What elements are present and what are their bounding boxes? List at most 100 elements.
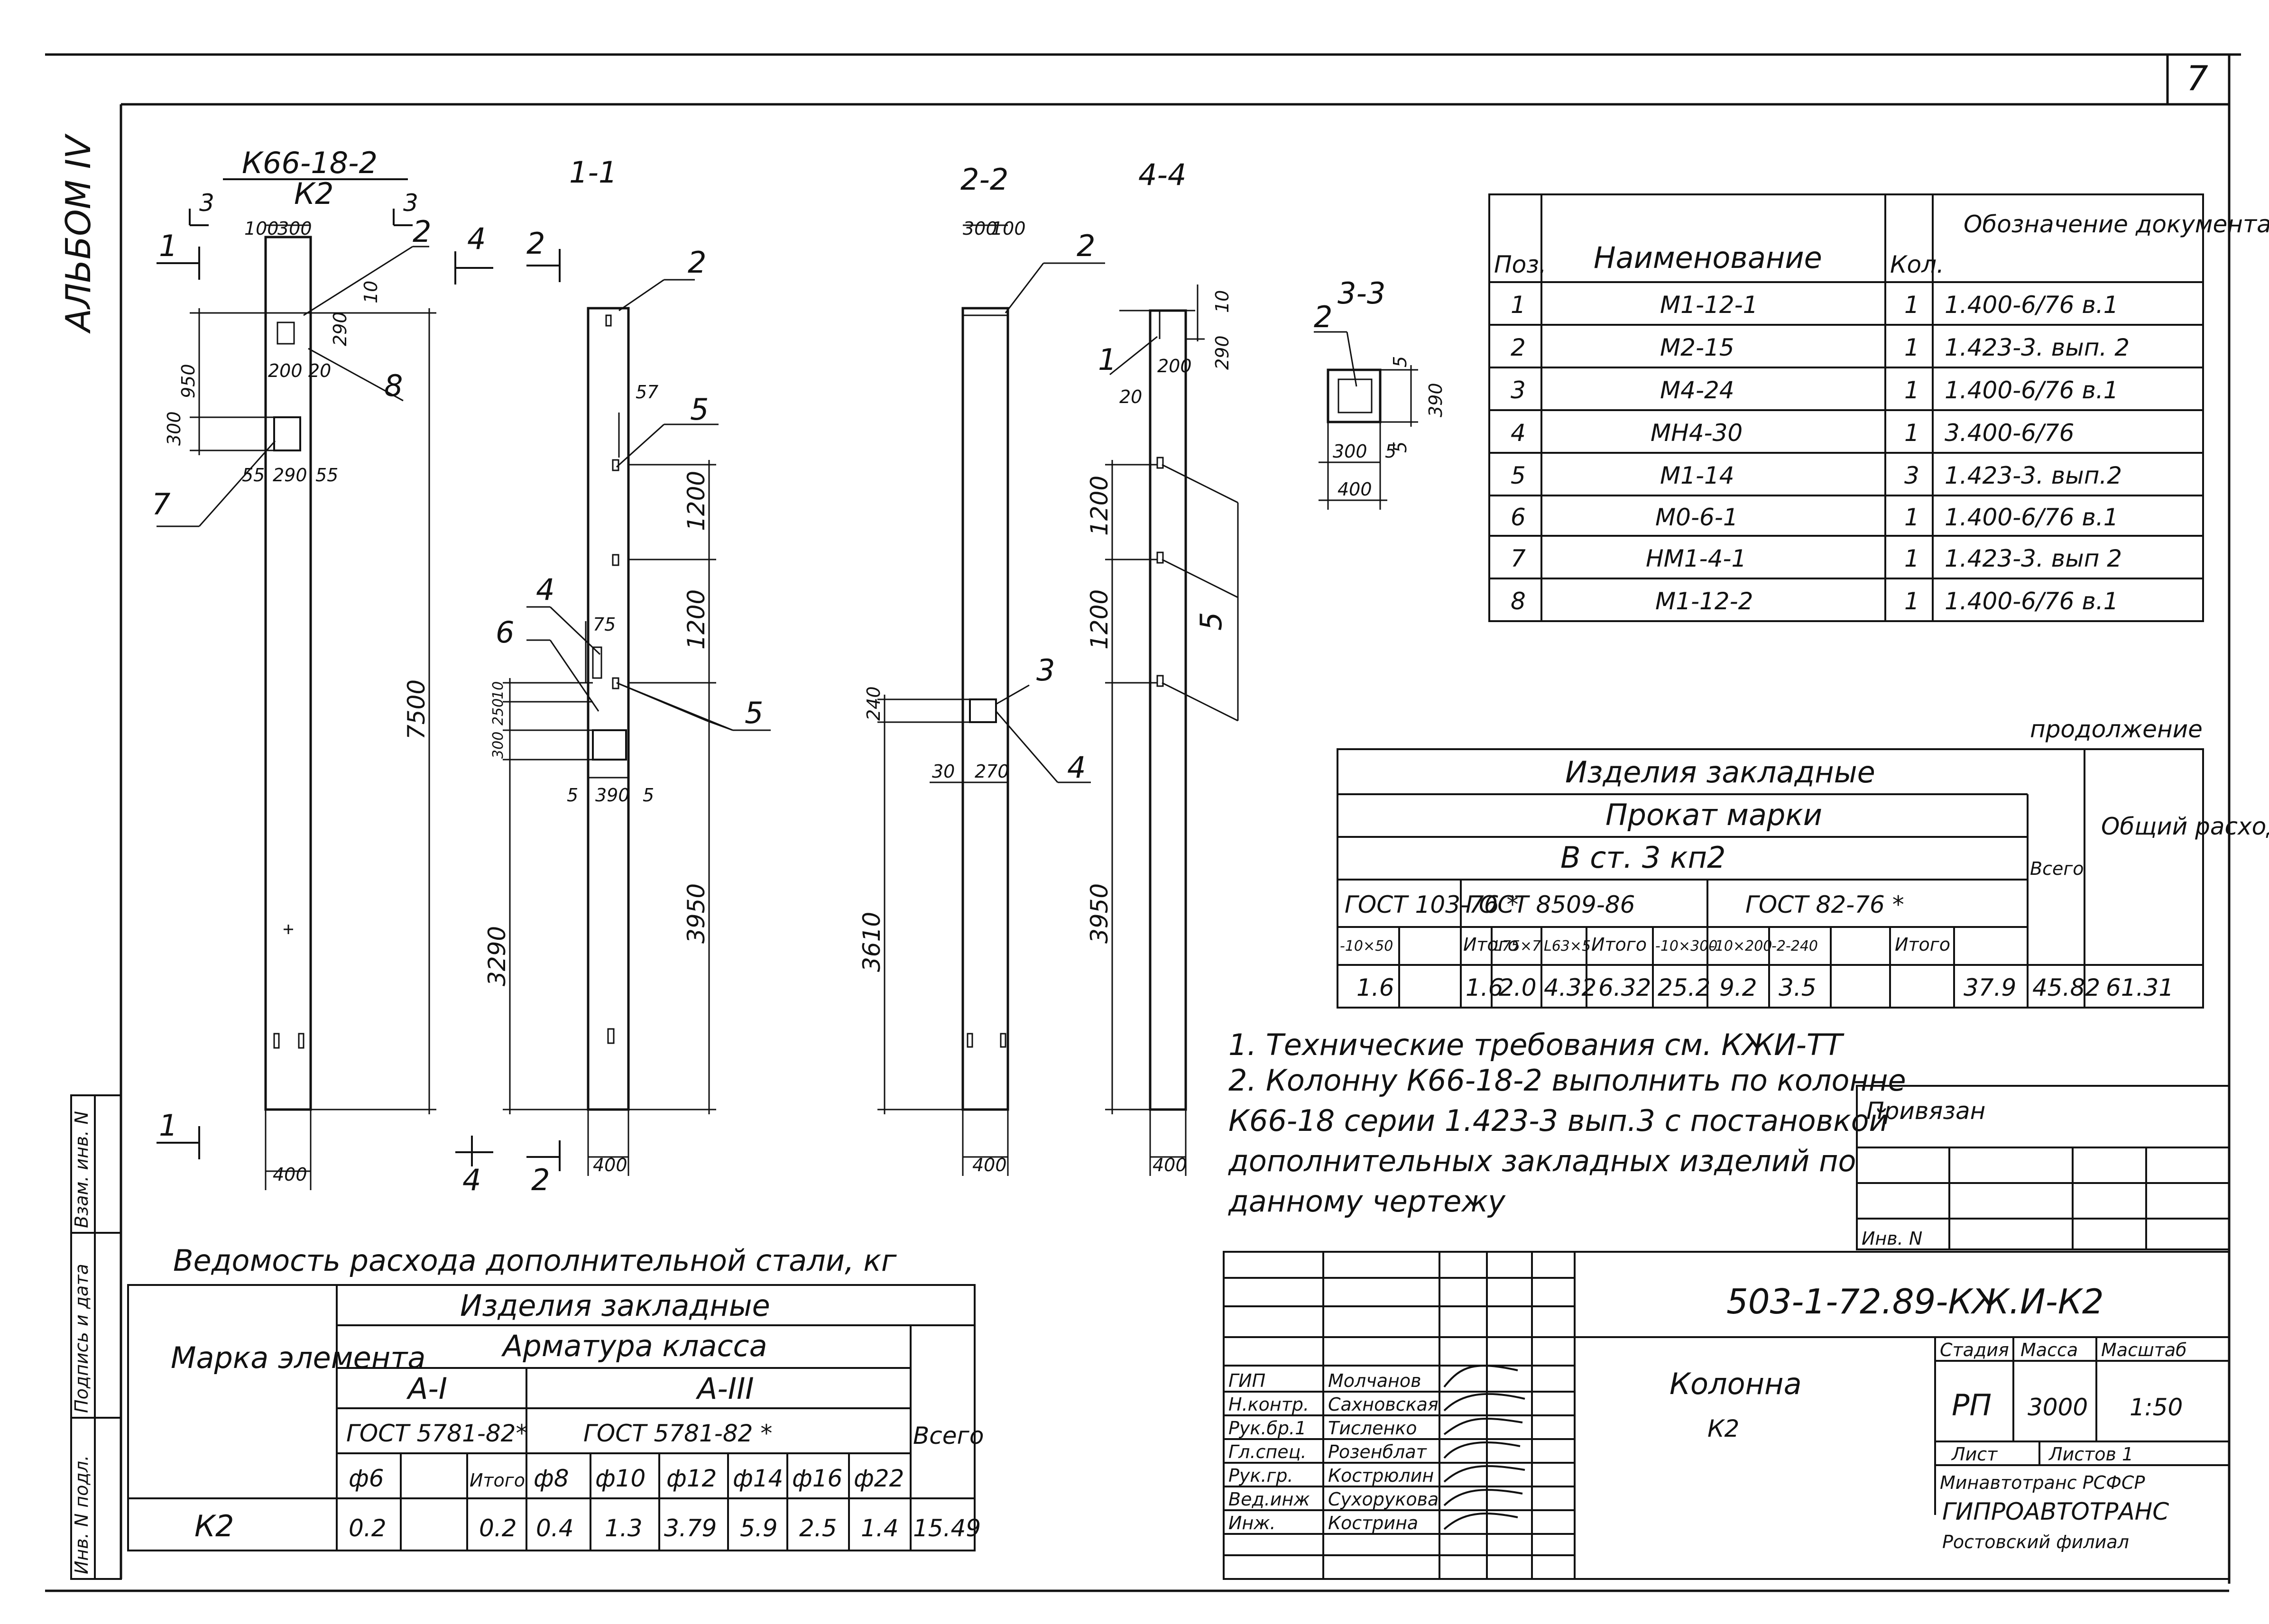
spec-h-doc: Обозначение документа [1964, 211, 2269, 238]
spec-r2-qty: 1 [1904, 334, 1919, 361]
tb-role-5: Рук.гр. [1228, 1465, 1293, 1486]
cont-v-8: 9.2 [1719, 974, 1757, 1001]
steel-col-f22: ф22 [854, 1465, 904, 1492]
spec-r8-pos: 8 [1511, 587, 1526, 615]
dim-270: 270 [975, 761, 1009, 782]
binding-inv: Инв. N [1862, 1228, 1922, 1249]
spec-r1-name: М1-12-1 [1660, 291, 1758, 319]
dim-55-l: 55 [242, 465, 265, 486]
side-strip [70, 1094, 122, 1580]
steel-v-f14: 5.9 [740, 1514, 778, 1542]
pos-2-s11: 2 [688, 245, 706, 280]
cut-2-bottom: 2 [531, 1163, 550, 1197]
steel-v-itogo1: 0.2 [479, 1514, 517, 1542]
spec-table [1488, 193, 2204, 622]
cut-4-bottom: 4 [462, 1163, 481, 1197]
dim-3950-s11: 3950 [683, 883, 710, 944]
steel-col-f14: ф14 [733, 1465, 783, 1492]
side-strip-signature: Подпись и дата [71, 1264, 92, 1413]
tb-scale-label: Масштаб [2101, 1340, 2187, 1360]
spec-r2-doc: 1.423-3. вып. 2 [1945, 334, 2130, 361]
spec-h-qty: Кол. [1890, 251, 1944, 278]
tb-org-2: ГИПРОАВТОТРАНС [1942, 1498, 2169, 1525]
cont-subgroup: Прокат марки [1605, 798, 1822, 832]
album-label: АЛЬБОМ IV [58, 133, 98, 334]
steel-col-itogo: Итого [470, 1470, 525, 1491]
steel-v-f8: 0.4 [536, 1514, 574, 1542]
dim-300-s22: 300 [963, 218, 997, 239]
spec-r5-qty: 3 [1904, 462, 1919, 489]
dim-75: 75 [593, 614, 616, 635]
tb-people: Молчанов Сахновская Тисленко Розенблат К… [1328, 1370, 1439, 1533]
steel-title: Ведомость расхода дополнительной стали, … [173, 1243, 897, 1278]
cont-col-3: Итого [1463, 934, 1519, 955]
spec-rows: 1 М1-12-1 1 1.400-6/76 в.1 2 М2-15 1 1.4… [1511, 291, 2130, 615]
note-1: 1. Технические требования см. КЖИ-ТТ [1228, 1028, 1845, 1062]
dim-3290: 3290 [483, 926, 511, 986]
steel-gost-3: ГОСТ 5781-82 * [583, 1420, 772, 1447]
tb-mass-label: Масса [2020, 1340, 2078, 1360]
spec-r7-name: НМ1-4-1 [1646, 545, 1746, 572]
cont-v-total: 45.82 [2032, 974, 2100, 1001]
cut-3-right: 3 [403, 189, 418, 217]
spec-r8-name: М1-12-2 [1655, 587, 1753, 615]
spec-r8-qty: 1 [1904, 587, 1919, 615]
steel-col-f8: ф8 [534, 1465, 569, 1492]
spec-h-pos: Поз. [1494, 251, 1547, 278]
spec-r7-pos: 7 [1511, 545, 1526, 572]
cont-v-5: 4.32 [1544, 974, 1596, 1001]
view-section-1-1: 1-1 [483, 155, 771, 1197]
cont-v-11: 37.9 [1964, 974, 2016, 1001]
spec-r1-qty: 1 [1904, 291, 1919, 319]
dim-30: 30 [932, 761, 955, 782]
pos-2-s33: 2 [1314, 300, 1332, 334]
tb-person-3: Тисленко [1328, 1418, 1417, 1439]
view-section-4-4: 4-4 1 5 10 290 200 20 1200 1200 3950 400 [1086, 157, 1239, 1176]
spec-r4-name: МН4-30 [1651, 419, 1743, 447]
tb-mass: 3000 [2028, 1394, 2088, 1421]
tb-person-7: Кострина [1328, 1513, 1418, 1533]
cont-group: Изделия закладные [1565, 755, 1875, 789]
cont-v-4: 2.0 [1499, 974, 1537, 1001]
tb-role-1: ГИП [1228, 1370, 1265, 1391]
cont-v-3: 1.6 [1466, 974, 1503, 1001]
pos-4-s22: 4 [1067, 750, 1086, 785]
cont-values: 1.6 1.6 2.0 4.32 6.32 25.2 9.2 3.5 37.9 … [1356, 974, 2174, 1001]
pos-8-main: 8 [384, 368, 403, 403]
cont-col-11: Итого [1895, 934, 1950, 955]
steel-v-f12: 3.79 [664, 1514, 717, 1542]
steel-v-f10: 1.3 [605, 1514, 643, 1542]
spec-r7-doc: 1.423-3. вып 2 [1945, 545, 2122, 572]
dim-10-s44: 10 [1212, 290, 1233, 313]
tb-role-3: Рук.бр.1 [1228, 1418, 1306, 1439]
cont-col-7: -10×300 [1655, 938, 1717, 954]
tb-org-3: Ростовский филиал [1942, 1532, 2129, 1552]
steel-v-total: 15.49 [913, 1514, 981, 1542]
spec-r2-pos: 2 [1511, 334, 1526, 361]
dim-3950-s44: 3950 [1086, 883, 1113, 944]
sec-1-1-title: 1-1 [569, 155, 617, 190]
spec-r3-doc: 1.400-6/76 в.1 [1945, 376, 2119, 404]
dim-290-h: 290 [273, 465, 307, 486]
steel-class-1: А-I [406, 1371, 447, 1406]
spec-h-name: Наименование [1594, 240, 1822, 275]
dim-300-vert: 300 [164, 411, 184, 446]
cut-2-top: 2 [526, 226, 545, 261]
sheet-number: 7 [2186, 58, 2208, 98]
notes: 1. Технические требования см. КЖИ-ТТ 2. … [1228, 1028, 1906, 1219]
dim-950: 950 [178, 364, 199, 398]
dim-5-l: 5 [567, 785, 578, 806]
dim-5-bot-s33: 5 [1390, 441, 1411, 453]
tb-stage-label: Стадия [1940, 1340, 2009, 1360]
dim-100-s22: 100 [991, 218, 1026, 239]
tb-scale: 1:50 [2130, 1394, 2183, 1421]
tb-person-1: Молчанов [1328, 1370, 1421, 1391]
cont-table [1337, 748, 2204, 1009]
cont-col-8: -10×200 [1710, 938, 1772, 954]
dim-300: 300 [277, 218, 312, 239]
tb-person-5: Кострюлин [1328, 1465, 1434, 1486]
pos-2-main: 2 [413, 214, 431, 249]
dim-3610: 3610 [858, 912, 885, 972]
tb-person-4: Розенблат [1328, 1441, 1428, 1462]
